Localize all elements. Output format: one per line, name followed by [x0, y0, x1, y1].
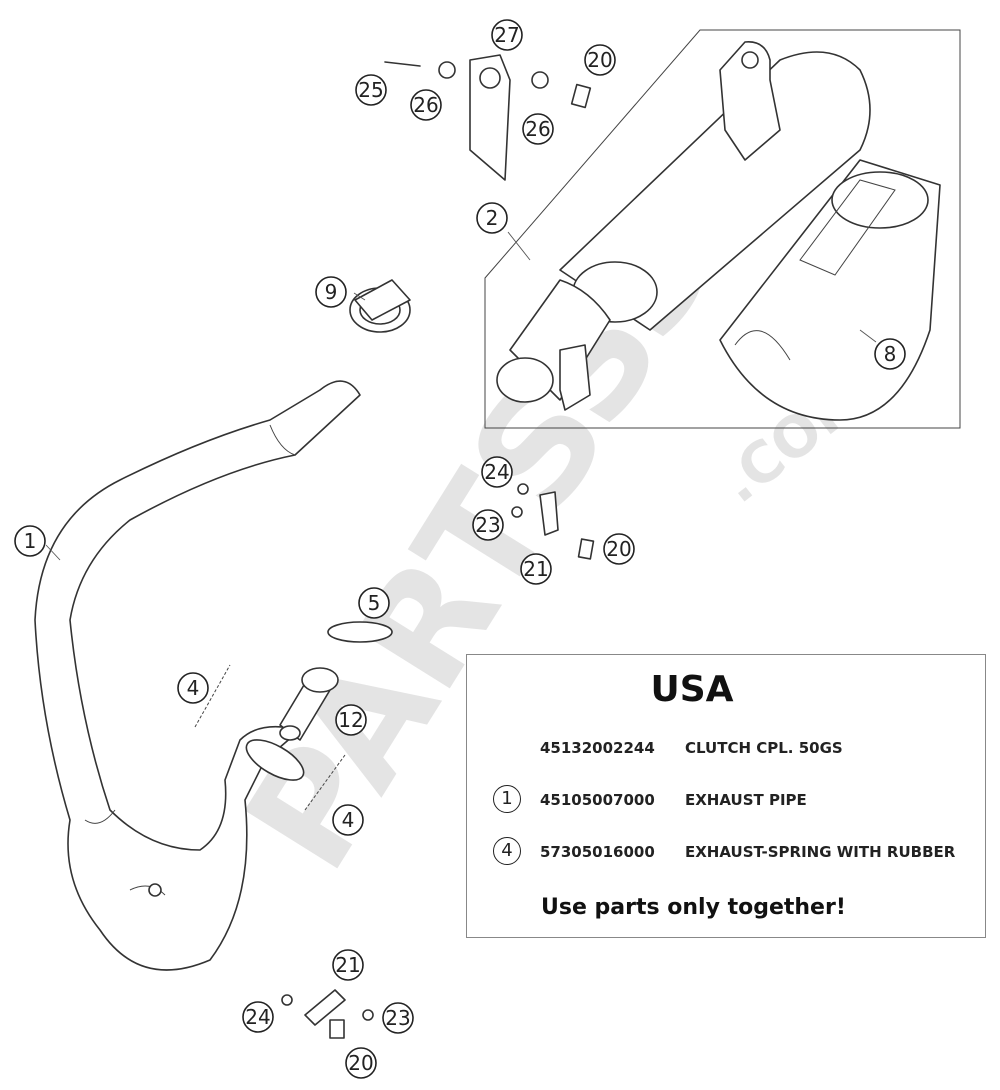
svg-text:4: 4: [187, 676, 200, 700]
svg-text:21: 21: [523, 557, 548, 581]
callout-2: 2: [476, 202, 508, 234]
svg-text:4: 4: [342, 808, 355, 832]
callout-8: 8: [874, 338, 906, 370]
callout-1: 1: [14, 525, 46, 557]
svg-text:20: 20: [587, 48, 612, 72]
callout-9: 9: [315, 276, 347, 308]
part-description: CLUTCH CPL. 50GS: [685, 739, 843, 757]
svg-text:1: 1: [24, 529, 37, 553]
part-description: EXHAUST-SPRING WITH RUBBER: [685, 843, 956, 861]
callout-20a: 20: [584, 44, 616, 76]
o-ring-part-5: [327, 621, 393, 643]
usa-note: Use parts only together!: [541, 895, 846, 920]
svg-text:24: 24: [484, 460, 509, 484]
svg-text:24: 24: [245, 1005, 270, 1029]
callout-5: 5: [358, 587, 390, 619]
callout-26a: 26: [410, 89, 442, 121]
svg-text:2: 2: [486, 206, 499, 230]
callout-4b: 4: [332, 804, 364, 836]
callout-12: 12: [335, 704, 367, 736]
svg-text:20: 20: [606, 537, 631, 561]
part-number: 45132002244: [540, 739, 655, 757]
part-number: 45105007000: [540, 791, 655, 809]
callout-23a: 23: [472, 509, 504, 541]
muffler-group-frame: [484, 29, 961, 429]
svg-text:5: 5: [368, 591, 381, 615]
part-number: 57305016000: [540, 843, 655, 861]
usa-row-exhaust-pipe: 45105007000 EXHAUST PIPE: [540, 791, 960, 811]
svg-text:25: 25: [358, 78, 383, 102]
svg-text:27: 27: [494, 23, 519, 47]
svg-text:23: 23: [475, 513, 500, 537]
callout-27: 27: [491, 19, 523, 51]
leader-lines: [45, 231, 877, 561]
svg-text:12: 12: [338, 708, 363, 732]
silencer-part-2: [496, 41, 871, 411]
svg-text:8: 8: [884, 342, 897, 366]
callout-26b: 26: [522, 113, 554, 145]
svg-text:26: 26: [413, 93, 438, 117]
row-marker-1: 1: [493, 785, 521, 813]
callout-25: 25: [355, 74, 387, 106]
usa-row-clutch: 45132002244 CLUTCH CPL. 50GS: [540, 739, 960, 759]
mid-bracket-hardware: [511, 483, 595, 560]
usa-title: USA: [650, 669, 734, 710]
callout-21a: 21: [520, 553, 552, 585]
spring-part-4-left: [194, 664, 231, 728]
rubber-bushing-part-9: [349, 279, 411, 333]
callout-labels: 1 2 4 4 5 8 9 12 20 20 20 21 21 23 23 24…: [14, 19, 906, 1079]
usa-row-exhaust-spring: 57305016000 EXHAUST-SPRING WITH RUBBER: [540, 843, 980, 863]
bottom-bracket-hardware: [281, 989, 374, 1039]
callout-20c: 20: [345, 1047, 377, 1079]
callout-24a: 24: [481, 456, 513, 488]
svg-text:21: 21: [335, 953, 360, 977]
spring-part-4-right: [304, 754, 346, 811]
callout-23b: 23: [382, 1002, 414, 1034]
svg-text:20: 20: [348, 1051, 373, 1075]
callout-24b: 24: [242, 1001, 274, 1033]
row-marker-4: 4: [493, 837, 521, 865]
part-description: EXHAUST PIPE: [685, 791, 807, 809]
callout-4a: 4: [177, 672, 209, 704]
callout-20b: 20: [603, 533, 635, 565]
callout-21b: 21: [332, 949, 364, 981]
top-bracket: [384, 54, 592, 181]
svg-text:9: 9: [325, 280, 338, 304]
exhaust-pipe-part-1: [34, 380, 361, 971]
connector-part-12: [279, 667, 339, 741]
svg-text:23: 23: [385, 1006, 410, 1030]
svg-text:26: 26: [525, 117, 550, 141]
usa-parts-note-box: USA 45132002244 CLUTCH CPL. 50GS 1 45105…: [466, 654, 986, 938]
